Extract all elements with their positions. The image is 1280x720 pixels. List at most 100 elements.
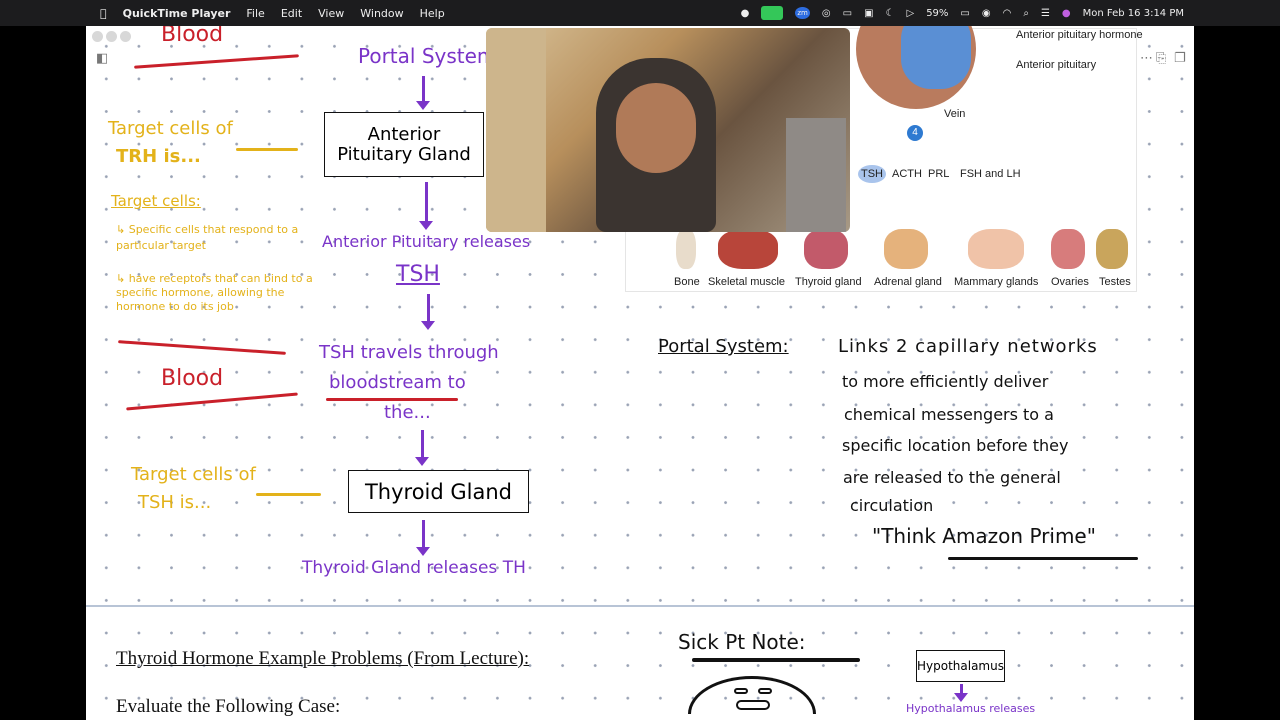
target-def-2: ↳ have receptors that can bind to a spec… [116, 272, 313, 313]
battery-icon[interactable]: ▭ [960, 7, 970, 19]
moon-icon[interactable]: ☾ [885, 7, 895, 19]
target-ovaries: Ovaries [1051, 276, 1089, 288]
wifi-icon[interactable]: ◠ [1002, 7, 1012, 19]
portal-def-line: chemical messengers to a [844, 405, 1054, 424]
example-problems-heading: Thyroid Hormone Example Problems (From L… [116, 648, 530, 669]
menu-help[interactable]: Help [413, 6, 445, 20]
hormone-tsh: TSH [858, 165, 886, 183]
eye [734, 688, 748, 694]
target-cells-heading: Target cells: [111, 192, 201, 210]
bone-illustration [676, 229, 696, 269]
menu-bar:  QuickTime Player File Edit View Window… [0, 0, 1280, 26]
target-muscle: Skeletal muscle [708, 276, 786, 288]
close-button[interactable] [92, 31, 103, 42]
blood-wave [126, 392, 298, 411]
control-center-icon[interactable]: ☰ [1040, 7, 1050, 19]
portal-system-label: Portal System [358, 44, 497, 68]
zoom-icon[interactable]: zm [795, 7, 810, 19]
evaluate-case: Evaluate the Following Case: [116, 696, 341, 717]
label-ap: Anterior pituitary [1016, 59, 1097, 71]
anterior-pituitary-box: Anterior Pituitary Gland [324, 112, 484, 177]
tsh-travels-2: bloodstream to [329, 372, 466, 393]
datetime: Mon Feb 16 3:14 PM [1082, 7, 1184, 19]
menu-view[interactable]: View [311, 6, 344, 20]
blood-wave [134, 54, 299, 69]
sick-pt-note: Sick Pt Note: [678, 630, 806, 654]
target-trh-1: Target cells of [108, 118, 233, 139]
page-divider [86, 605, 1194, 607]
zoom-button[interactable] [120, 31, 131, 42]
sidebar-icon[interactable]: ◧ [96, 51, 109, 66]
arrow-down [415, 430, 429, 466]
ant-pit-releases: Anterior Pituitary releases [322, 232, 531, 251]
minimize-button[interactable] [106, 31, 117, 42]
hormone-prl: PRL [928, 168, 950, 180]
target-tsh-2: TSH is... [138, 492, 212, 513]
pituitary-diagram-image: Anterior pituitary hormone Anterior pitu… [625, 26, 1143, 292]
target-bone: Bone [674, 276, 700, 288]
target-trh-2: TRH is... [116, 146, 201, 167]
keyboard-icon[interactable]: ▭ [842, 7, 853, 19]
muscle-illustration [718, 229, 778, 269]
play-icon[interactable]: ▷ [906, 7, 915, 19]
thyroid-releases: Thyroid Gland releases TH [302, 558, 526, 578]
arrow-down [954, 684, 968, 702]
export-icon[interactable]: ⎘ [1156, 51, 1167, 66]
notes-icon[interactable]: ▣ [864, 7, 874, 19]
target-tsh-1: Target cells of [131, 464, 256, 485]
tsh-label: TSH [396, 262, 440, 287]
user-icon[interactable]: ◉ [981, 7, 991, 19]
target-mammary: Mammary glands [954, 276, 1039, 288]
step-badge: 4 [907, 125, 923, 141]
search-icon[interactable]: ⌕ [1023, 7, 1029, 19]
blood-label-top: Blood [161, 26, 224, 47]
arrow-down [421, 294, 435, 330]
hypothalamus-box: Hypothalamus [916, 650, 1005, 682]
record-icon[interactable]: ● [740, 7, 750, 19]
adrenal-illustration [884, 229, 928, 269]
cabinet [486, 28, 546, 232]
bloodstream-underline [326, 398, 458, 401]
arrow-down [419, 182, 433, 230]
hormone-fsh-lh: FSH and LH [960, 168, 1021, 180]
menu-window[interactable]: Window [353, 6, 403, 20]
target-thyroid: Thyroid gland [795, 276, 862, 288]
menu-edit[interactable]: Edit [274, 6, 302, 20]
thyroid-gland-box: Thyroid Gland [348, 470, 529, 513]
hormone-acth: ACTH [892, 168, 922, 180]
label-vein: Vein [944, 108, 966, 120]
webcam-video-overlay[interactable] [486, 28, 850, 232]
mouth [736, 700, 770, 710]
tsh-travels-1: TSH travels through [319, 342, 499, 363]
amazon-underline [948, 557, 1138, 560]
menu-file[interactable]: File [239, 6, 264, 20]
target-def-1: ↳ Specific cells that respond to a parti… [116, 223, 299, 252]
eye [758, 688, 772, 694]
testes-illustration [1096, 229, 1128, 269]
portal-def-line: to more efficiently deliver [842, 372, 1049, 391]
facetime-icon[interactable] [761, 6, 784, 20]
label-aph: Anterior pituitary hormone [1016, 29, 1143, 41]
siri-icon[interactable]: ● [1061, 7, 1071, 19]
portal-def-line: are released to the general [843, 468, 1061, 487]
portal-def-line: circulation [850, 496, 934, 515]
battery-percent: 59% [926, 7, 949, 19]
arrow-down [416, 76, 430, 110]
notes-canvas[interactable]: ◧ Blood Target cells of TRH is... Target… [86, 26, 1194, 720]
portal-def-line: specific location before they [842, 436, 1069, 455]
ovaries-illustration [1051, 229, 1085, 269]
blood-label: Blood [161, 366, 224, 391]
arrow-tsh [256, 493, 321, 496]
copy-icon[interactable]: ❐ [1174, 51, 1186, 66]
menu-app[interactable]: QuickTime Player [116, 6, 231, 20]
sick-pt-underline [692, 658, 860, 662]
cast-icon[interactable]: ◎ [821, 7, 831, 19]
portal-def-label: Portal System: [658, 336, 789, 357]
more-icon[interactable]: ⋯ [1140, 51, 1153, 66]
apple-icon[interactable]:  [100, 7, 107, 20]
target-testes: Testes [1099, 276, 1131, 288]
tsh-travels-3: the... [384, 402, 431, 423]
presenter-face [616, 83, 696, 173]
arrow-down [416, 520, 430, 556]
hypothalamus-releases: Hypothalamus releases [906, 702, 1036, 715]
